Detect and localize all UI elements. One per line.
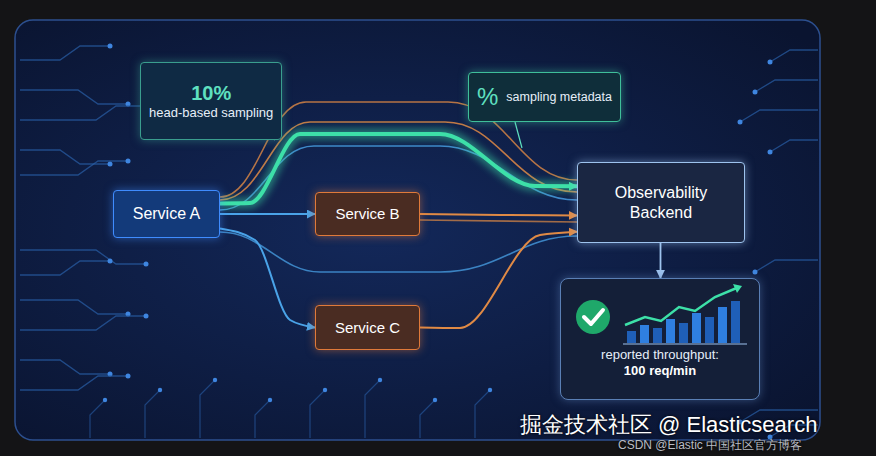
check-mark [584, 310, 603, 324]
circuit-trace [20, 300, 128, 314]
circuit-trace [20, 376, 128, 390]
watermark: 掘金技术社区 @ Elasticsearch [520, 410, 817, 440]
trace-dot [158, 388, 162, 392]
circuit-trace [365, 380, 380, 438]
trace-dot [433, 398, 437, 402]
node-text: Service A [133, 204, 201, 223]
trace-dot [144, 262, 149, 267]
trace-dot [108, 259, 113, 264]
chart-bar [627, 331, 636, 343]
flow-arrow [420, 232, 577, 328]
backend-box: Observability Backend [577, 162, 745, 243]
metrics-panel: reported throughput:100 req/min [560, 278, 760, 400]
circuit-trace [770, 140, 818, 152]
circuit-trace [145, 390, 160, 438]
flow-arrow [220, 213, 315, 215]
trace-dot [378, 378, 382, 382]
circuit-trace [20, 360, 110, 374]
chart-bar [705, 317, 714, 343]
node-text: 10% [191, 81, 231, 105]
service-box: Service B [315, 192, 420, 236]
circuit-trace [20, 90, 128, 104]
trace-dot [144, 314, 149, 319]
chart-bar [731, 301, 740, 343]
metadata-box: % sampling metadata [468, 72, 621, 122]
node-text: Service C [335, 319, 400, 337]
panel [15, 20, 820, 440]
node-subtext: head-based sampling [149, 105, 273, 121]
circuit-trace [20, 316, 146, 330]
chart-bar [692, 313, 701, 343]
chart-bar [679, 323, 688, 343]
node-text: reported throughput: [601, 347, 719, 363]
node-text: % [477, 83, 498, 112]
trend-line [625, 287, 739, 325]
throughput-illustration [565, 281, 755, 347]
trace-dot [213, 378, 217, 382]
trace-dot [323, 388, 327, 392]
circuit-trace [255, 400, 270, 438]
circuit-trace [755, 260, 818, 272]
callout-box: 10%head-based sampling [140, 62, 282, 140]
node-text: Observability Backend [596, 183, 726, 221]
watermark: CSDN @Elastic 中国社区官方博客 [618, 437, 802, 454]
circuit-trace [20, 250, 146, 264]
trace-dot [753, 90, 758, 95]
chart-bar [718, 307, 727, 343]
circuit-trace [20, 161, 128, 175]
flow-arrow [420, 214, 577, 215]
circuit-traces [20, 44, 818, 440]
node-text: Service B [335, 205, 399, 223]
chart-bar [640, 325, 649, 343]
node-subtext: 100 req/min [624, 363, 696, 379]
circuit-trace [475, 390, 490, 438]
trace-dot [488, 388, 492, 392]
circuit-trace [420, 400, 435, 438]
circuit-trace [740, 110, 818, 122]
trace-dot [768, 60, 773, 65]
chart-axis [623, 344, 747, 345]
trace-dot [738, 120, 743, 125]
service-box: Service A [113, 190, 220, 238]
trace-dot [768, 150, 773, 155]
chart-bar [666, 319, 675, 343]
trace-dot [103, 398, 107, 402]
circuit-trace [310, 390, 325, 438]
trace-dot [268, 398, 272, 402]
trace-dot [126, 159, 131, 164]
trace-dot [126, 374, 131, 379]
chart-bar [653, 328, 662, 343]
check-icon [576, 300, 610, 334]
circuit-trace [90, 400, 105, 438]
trace-dot [753, 270, 758, 275]
node-subtext: sampling metadata [506, 90, 612, 105]
circuit-trace [20, 106, 146, 120]
circuit-trace [20, 261, 110, 275]
circuit-trace [20, 46, 110, 60]
service-box: Service C [315, 305, 420, 350]
flow-arrow [220, 228, 315, 327]
trend-arrow [733, 284, 742, 293]
circuit-trace [770, 50, 818, 62]
trace-dot [108, 44, 113, 49]
circuit-trace [200, 380, 215, 438]
circuit-trace [755, 80, 818, 92]
flow-arrow [660, 243, 662, 278]
trace-dot [108, 162, 113, 167]
